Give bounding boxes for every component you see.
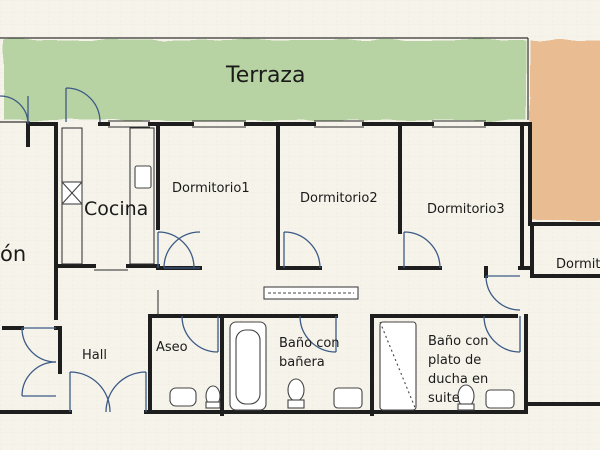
door-bedroom2 <box>283 231 321 269</box>
room-label-bath1-l1: Baño con <box>279 336 340 351</box>
room-label-bedroom4: Dormit <box>556 257 600 272</box>
door-entry-right <box>105 371 147 413</box>
room-label-bath2-l2: plato de <box>428 353 481 368</box>
room-label-bedroom1: Dormitorio1 <box>172 181 250 196</box>
room-label-toilet: Aseo <box>156 340 188 355</box>
door-terrace-left <box>0 95 29 125</box>
toilet-sink <box>169 387 197 407</box>
room-label-living: ón <box>0 242 26 266</box>
toilet-bowl-2 <box>287 378 305 402</box>
terrace-outline <box>0 37 529 123</box>
walls <box>0 122 600 416</box>
door-hall-side <box>21 327 57 363</box>
room-label-bedroom2: Dormitorio2 <box>300 191 378 206</box>
door-bath2 <box>483 315 521 353</box>
door-bath1 <box>299 315 337 353</box>
door-kitchen <box>157 231 195 269</box>
fixtures <box>61 165 515 411</box>
room-label-kitchen: Cocina <box>84 198 148 220</box>
room-label-bath2-l3: ducha en <box>428 372 488 387</box>
exterior-area <box>530 40 600 220</box>
door-hall-side-2 <box>21 361 57 397</box>
room-label-bath2-l1: Baño con <box>428 334 489 349</box>
window-frames <box>61 120 486 316</box>
room-label-bedroom3: Dormitorio3 <box>427 202 505 217</box>
door-terrace-kitchen <box>65 87 101 123</box>
room-label-hall: Hall <box>82 348 107 363</box>
terrace-area <box>4 40 526 120</box>
door-bedroom1 <box>163 231 201 269</box>
kitchen-sink <box>134 165 152 189</box>
door-bedroom4 <box>485 275 521 311</box>
door-toilet <box>181 315 219 353</box>
door-entry-left <box>69 371 111 413</box>
room-label-terrace: Terraza <box>225 63 305 88</box>
bath1-sink <box>333 387 363 409</box>
bath2-sink <box>485 389 515 409</box>
room-label-bath2-l4: suite <box>428 391 460 406</box>
door-swings <box>0 87 521 413</box>
room-label-bath1-l2: bañera <box>279 355 325 370</box>
door-bedroom3 <box>403 231 441 269</box>
